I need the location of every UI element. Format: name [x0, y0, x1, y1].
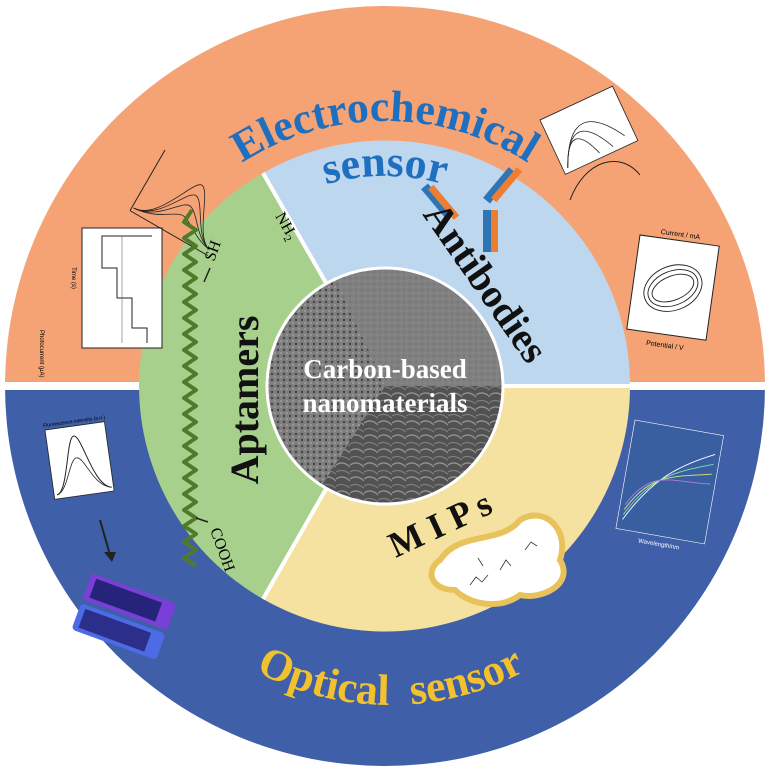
svg-text:Time (s): Time (s)	[70, 267, 76, 289]
impedance-curve	[569, 160, 641, 201]
mip-cavities	[469, 541, 538, 586]
impedance-plot	[539, 85, 639, 175]
aptamers-label: Aptamers	[222, 316, 267, 485]
arrow-head	[104, 552, 116, 562]
sh-bond	[203, 267, 211, 283]
antibody-icon	[421, 167, 523, 252]
arrow-down	[99, 519, 111, 556]
amperometry-ylabel: Photocurrent (μA)	[38, 330, 44, 377]
mip-polymer-icon	[428, 512, 567, 608]
sh-group-label: SH	[202, 238, 225, 263]
center-label-line1: Carbon-based	[303, 354, 467, 384]
vials-photo	[72, 574, 176, 660]
fluorescence-plot: Fluorescence intensity (a.u.)	[43, 414, 115, 500]
center-circle-border	[265, 266, 505, 506]
aptamer-strand	[182, 208, 198, 568]
cooh-bond	[195, 517, 209, 523]
center-label-line2: nanomaterials	[303, 388, 468, 418]
dpv-plot	[129, 149, 210, 257]
amperometry-plot: Time (s)	[70, 227, 163, 349]
